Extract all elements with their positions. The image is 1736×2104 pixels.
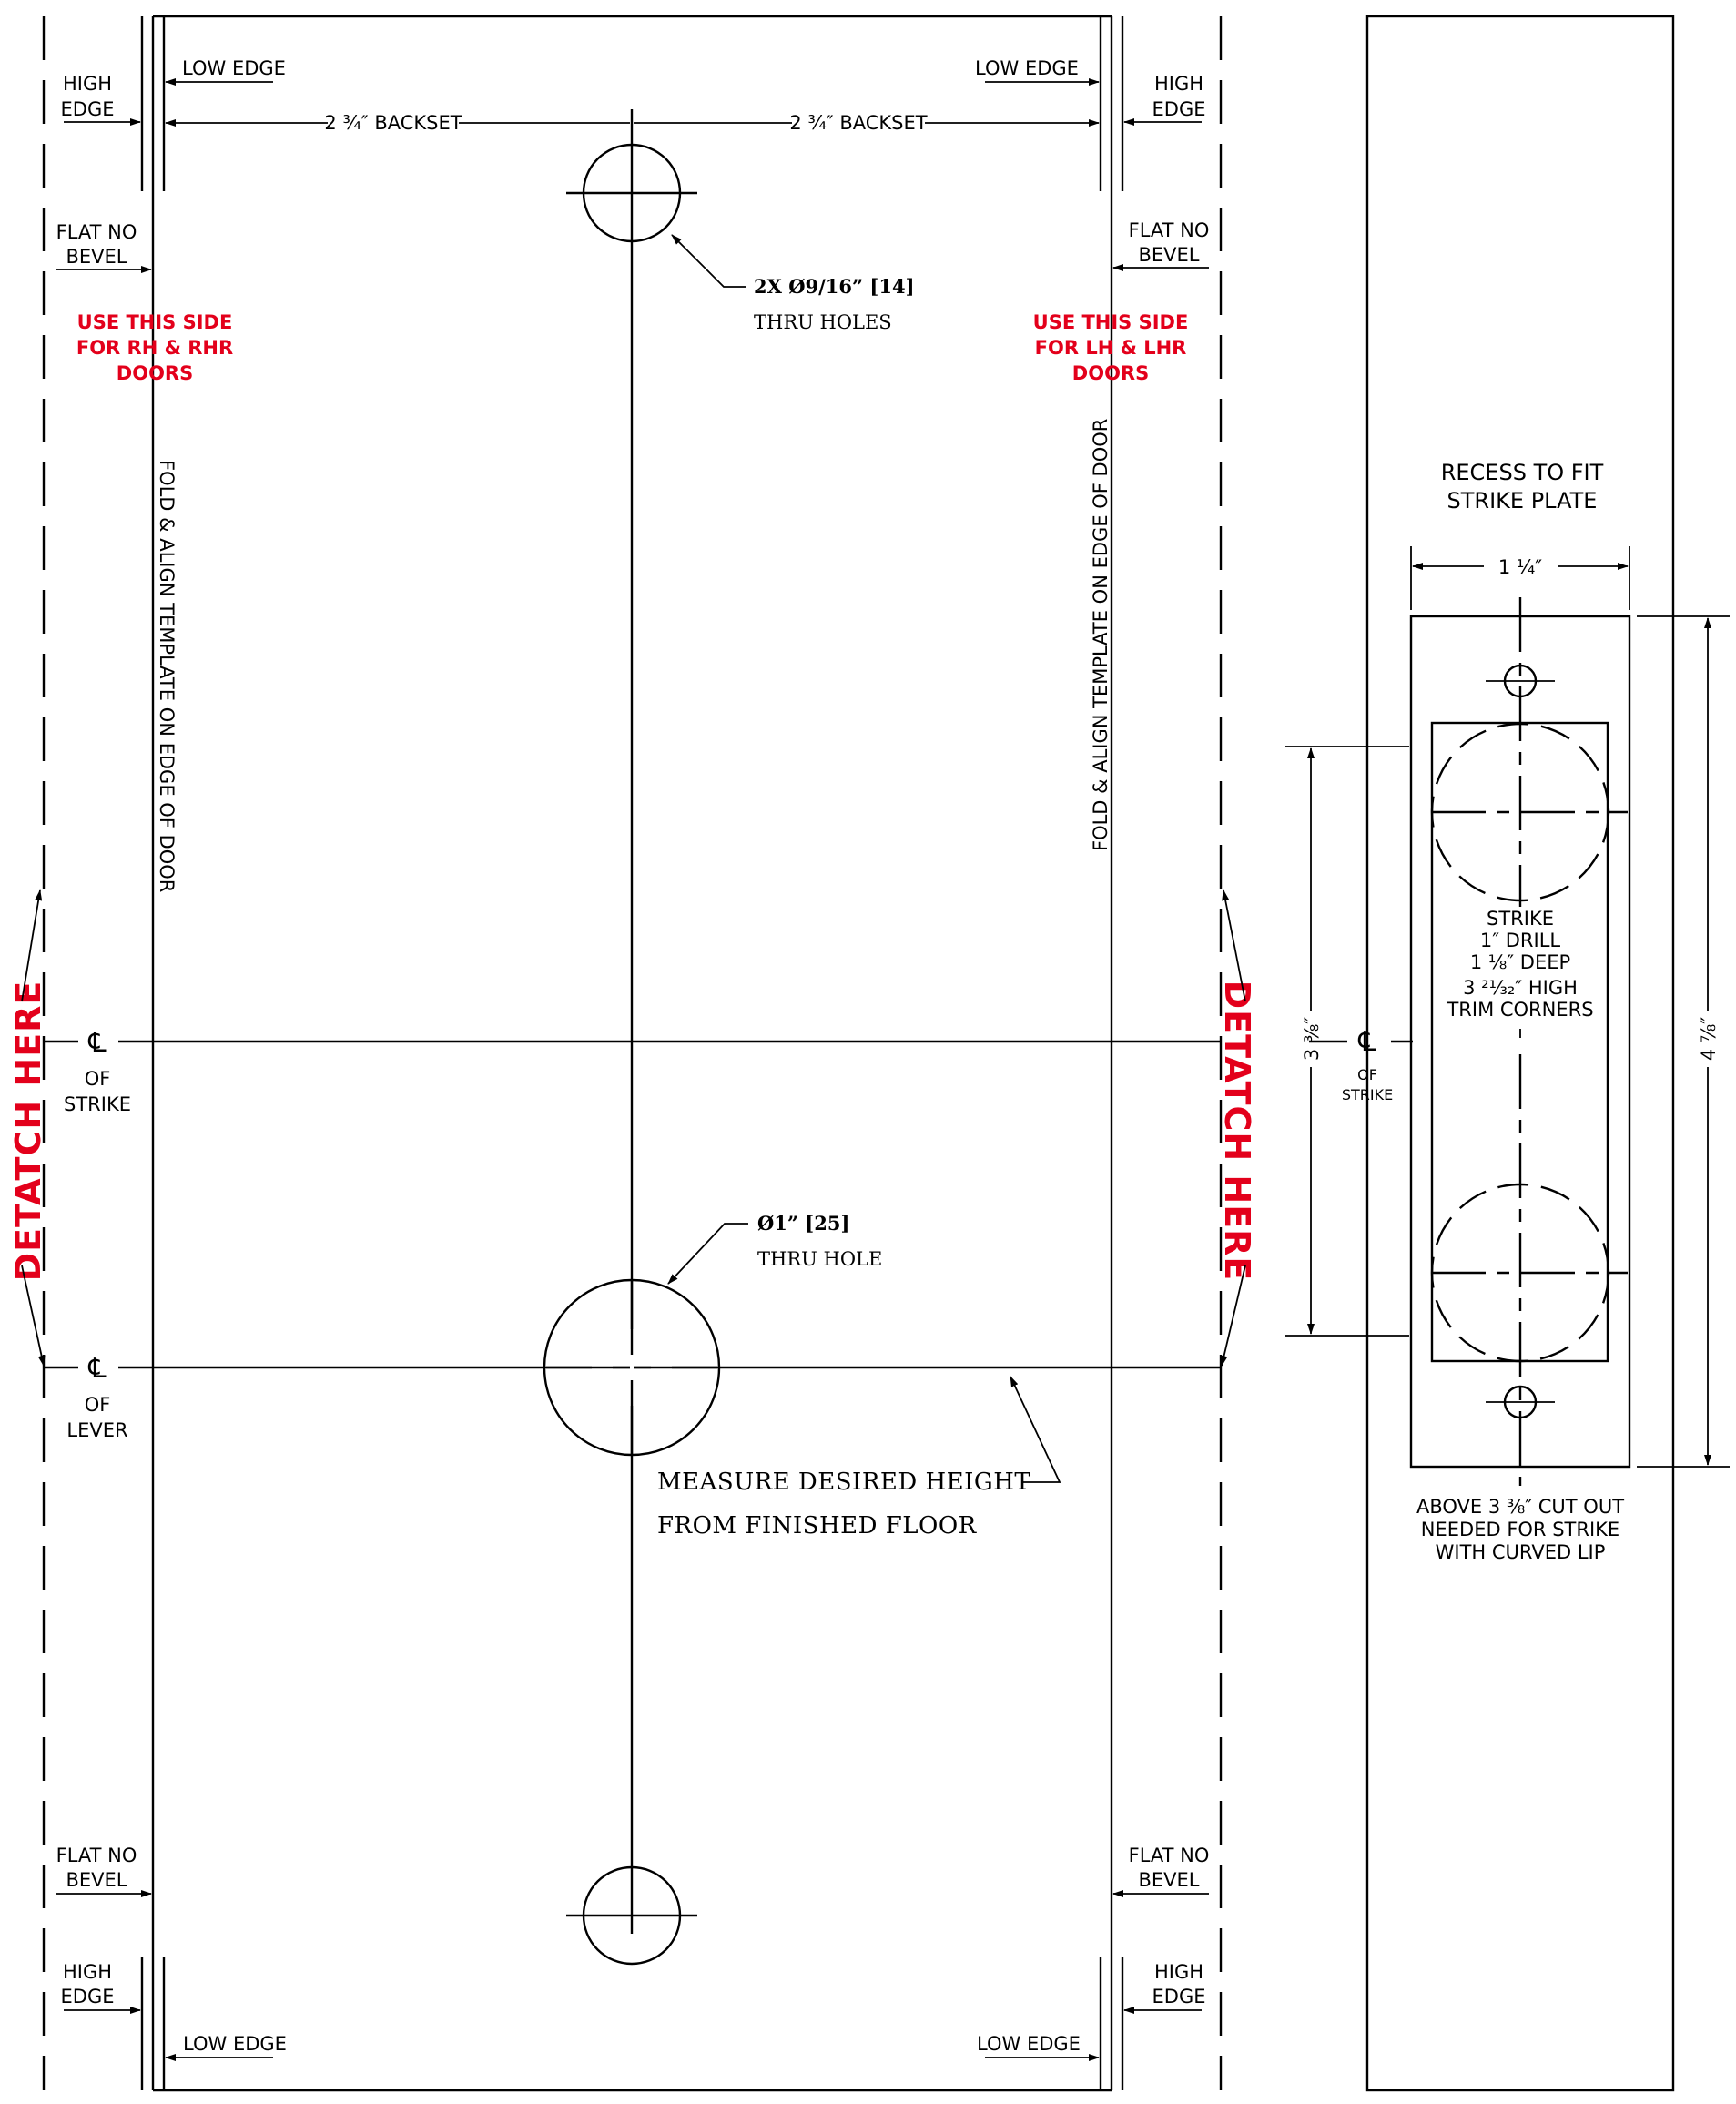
detach-right-arrow-up	[1222, 889, 1246, 1002]
large-hole-label: Ø1” [25]	[757, 1212, 849, 1235]
detach-right: DETATCH HERE	[1217, 981, 1257, 1282]
measure-line-1: MEASURE DESIRED HEIGHT	[657, 1469, 1030, 1496]
flat-tr-2: BEVEL	[1138, 244, 1199, 266]
strike-note-2: NEEDED FOR STRIKE	[1421, 1519, 1619, 1540]
flat-tr-1: FLAT NO	[1129, 219, 1210, 241]
large-hole-sub: THRU HOLE	[757, 1248, 882, 1270]
cl-strike-label: STRIKE	[64, 1093, 131, 1115]
detach-right-arrow-down	[1220, 1265, 1246, 1367]
strike-title-1: RECESS TO FIT	[1441, 460, 1604, 485]
fold-text-right: FOLD & ALIGN TEMPLATE ON EDGE OF DOOR	[1090, 419, 1112, 851]
outer-dim-label: 4 ⅞″	[1698, 1017, 1720, 1061]
cl-lever-label: LEVER	[66, 1419, 127, 1441]
strike-cl-strike: STRIKE	[1342, 1086, 1393, 1103]
high-edge-br-2: EDGE	[1152, 1986, 1206, 2007]
backset-left-label: 2 ¾″ BACKSET	[324, 112, 462, 134]
flat-tl-1: FLAT NO	[56, 221, 137, 243]
low-edge-tl: LOW EDGE	[182, 57, 286, 79]
small-hole-sub: THRU HOLES	[754, 311, 892, 333]
cl-lever-mask	[78, 1344, 118, 1387]
high-edge-tr-2: EDGE	[1152, 98, 1206, 120]
high-edge-tl-2: EDGE	[61, 98, 115, 120]
cl-lever-symbol: ℄	[87, 1353, 106, 1385]
lh-note-2: FOR LH & LHR	[1035, 337, 1187, 359]
fold-text-left: FOLD & ALIGN TEMPLATE ON EDGE OF DOOR	[156, 460, 178, 892]
low-edge-tr: LOW EDGE	[975, 57, 1079, 79]
flat-tl-2: BEVEL	[66, 246, 127, 268]
drill-note-3: 1 ⅛″ DEEP	[1470, 951, 1570, 973]
cl-strike-mask	[78, 1018, 118, 1062]
high-edge-br-1: HIGH	[1154, 1961, 1203, 1983]
strike-title-2: STRIKE PLATE	[1447, 488, 1598, 513]
strike-note-1: ABOVE 3 ⅜″ CUT OUT	[1416, 1496, 1624, 1518]
low-edge-br: LOW EDGE	[977, 2033, 1081, 2055]
strike-note-3: WITH CURVED LIP	[1436, 1541, 1606, 1563]
drill-note-4: 3 ²¹⁄₃₂″ HIGH	[1463, 977, 1578, 999]
high-edge-tl-1: HIGH	[63, 73, 112, 95]
drill-note-bg	[1440, 907, 1600, 1025]
flat-br-2: BEVEL	[1138, 1869, 1199, 1891]
small-hole-label: 2X Ø9/16” [14]	[754, 275, 915, 298]
large-hole-leader	[667, 1223, 748, 1285]
detach-left-arrow-down	[21, 1265, 46, 1367]
drill-note-2: 1″ DRILL	[1480, 930, 1561, 951]
detach-left: DETATCH HERE	[8, 981, 48, 1282]
inner-dim-label: 3 ⅜″	[1301, 1017, 1323, 1061]
low-edge-bl: LOW EDGE	[183, 2033, 287, 2055]
detach-left-arrow-up	[21, 889, 43, 1002]
measure-line-2: FROM FINISHED FLOOR	[657, 1512, 978, 1540]
drill-note-5: TRIM CORNERS	[1446, 999, 1593, 1021]
high-edge-tr-1: HIGH	[1154, 73, 1203, 95]
small-hole-leader	[671, 234, 746, 288]
lh-note-3: DOORS	[1072, 362, 1149, 384]
flat-br-1: FLAT NO	[1129, 1845, 1210, 1866]
cl-lever-of: OF	[85, 1394, 111, 1416]
cl-strike-of: OF	[85, 1068, 111, 1090]
rh-note-3: DOORS	[117, 362, 193, 384]
backset-right-label: 2 ¾″ BACKSET	[789, 112, 927, 134]
strike-cl-symbol: ℄	[1357, 1026, 1376, 1058]
lh-note-1: USE THIS SIDE	[1033, 311, 1189, 333]
rh-note-2: FOR RH & RHR	[76, 337, 233, 359]
cl-strike-symbol: ℄	[87, 1027, 106, 1059]
strike-panel: RECESS TO FIT STRIKE PLATE 1 ¼″ STRIKE 1…	[1285, 15, 1730, 2092]
strike-panel-border	[1365, 15, 1675, 2092]
drill-note-1: STRIKE	[1487, 908, 1554, 930]
rh-note-1: USE THIS SIDE	[77, 311, 233, 333]
strike-cl-of: OF	[1357, 1066, 1377, 1083]
flat-bl-2: BEVEL	[66, 1869, 127, 1891]
measure-leader	[1010, 1376, 1061, 1483]
high-edge-bl-1: HIGH	[63, 1961, 112, 1983]
high-edge-bl-2: EDGE	[61, 1986, 115, 2007]
width-dim-label: 1 ¼″	[1498, 556, 1542, 578]
main-template: 2 ¾″ BACKSET 2 ¾″ BACKSET HIGH EDGE LOW …	[8, 15, 1257, 2092]
flat-bl-1: FLAT NO	[56, 1845, 137, 1866]
